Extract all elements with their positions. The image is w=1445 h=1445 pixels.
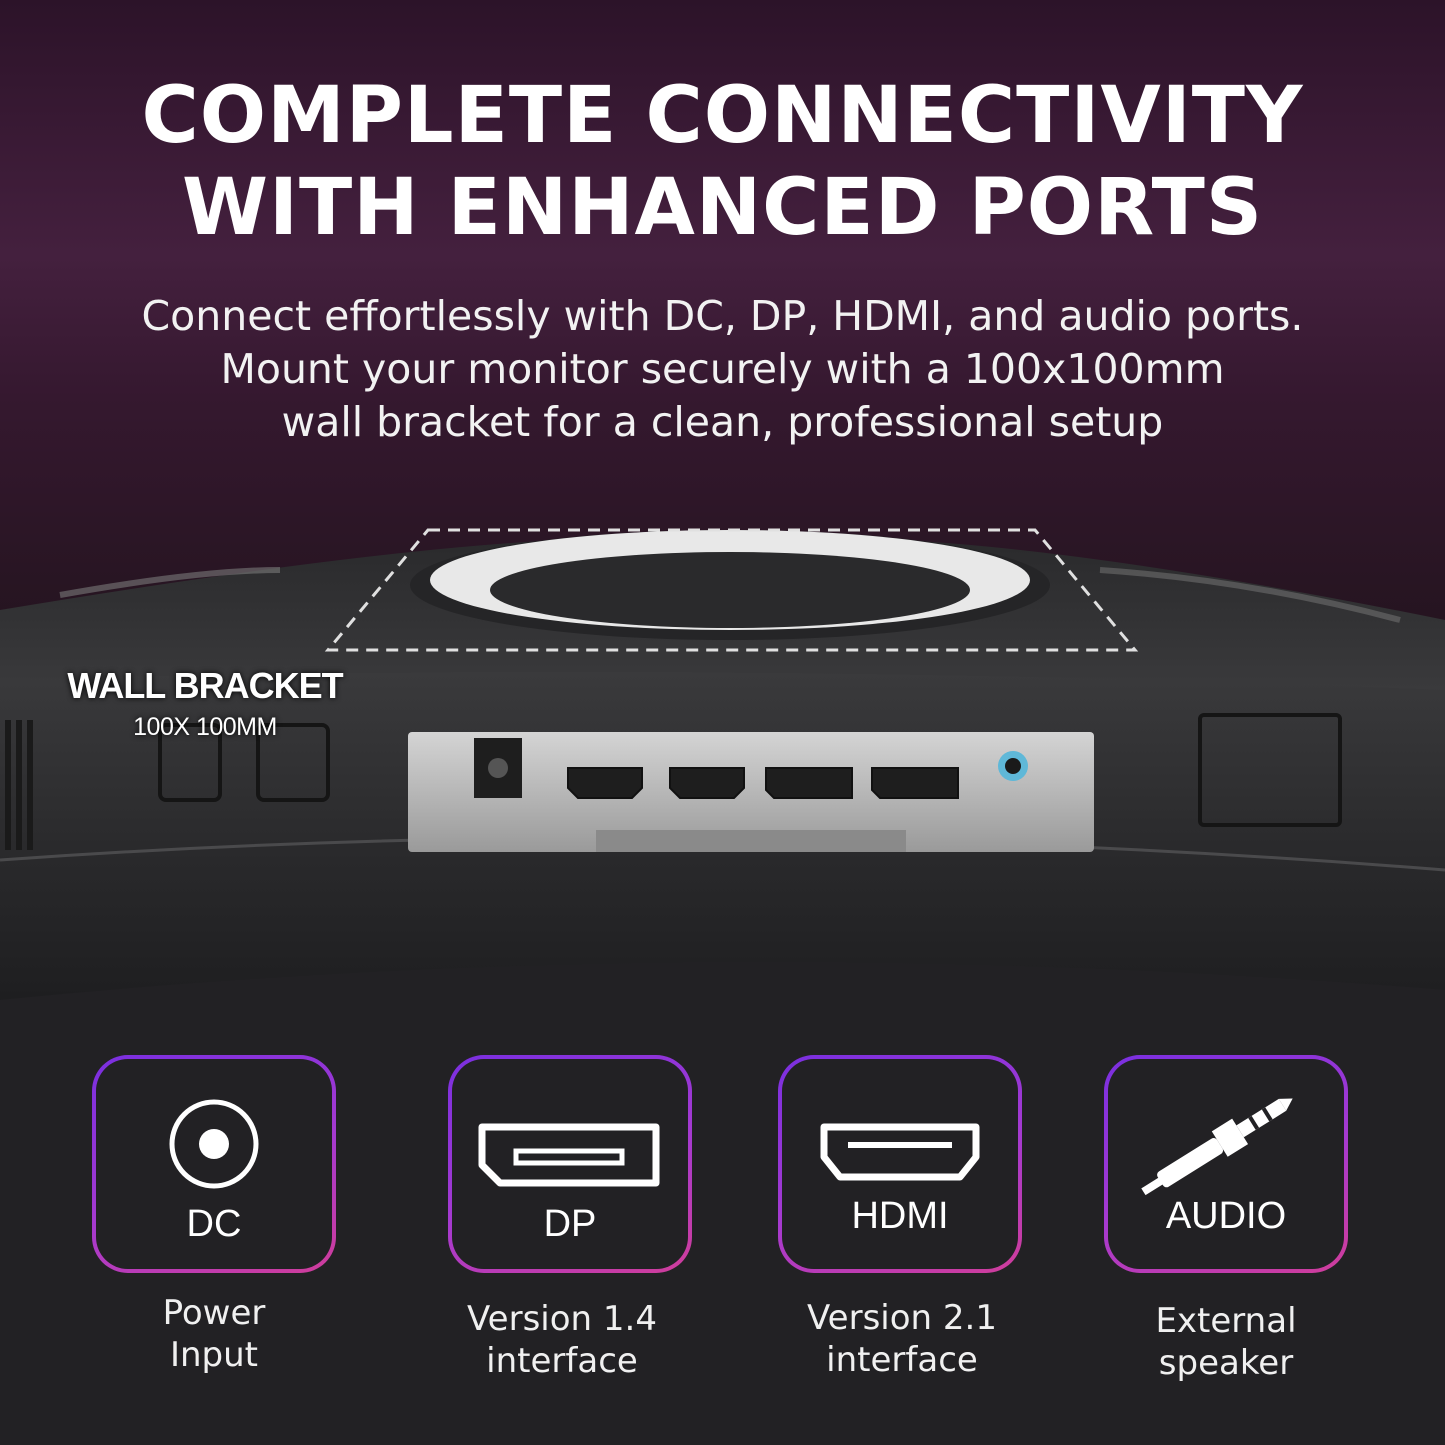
headline-line-1: COMPLETE CONNECTIVITY — [141, 71, 1304, 161]
port-desc-hdmi: Version 2.1 interface — [752, 1297, 1052, 1381]
port-label-dc: DC — [186, 1203, 242, 1245]
description-text: Connect effortlessly with DC, DP, HDMI, … — [0, 290, 1445, 449]
port-label-audio: AUDIO — [1165, 1195, 1287, 1237]
vesa-pad — [158, 723, 222, 802]
port-card-hdmi: HDMI — [778, 1055, 1022, 1273]
port-desc-dc: Power Input — [64, 1292, 364, 1376]
page-headline: COMPLETE CONNECTIVITY WITH ENHANCED PORT… — [0, 70, 1445, 254]
dp-port — [765, 767, 853, 799]
vesa-pad — [1198, 713, 1342, 827]
description-line-3: wall bracket for a clean, professional s… — [281, 398, 1164, 446]
port-label-hdmi: HDMI — [851, 1195, 949, 1237]
audio-jack-icon — [1141, 1098, 1293, 1196]
wall-bracket-outline — [324, 528, 1139, 652]
hdmi-port — [567, 767, 643, 799]
port-desc-line: External — [1155, 1301, 1297, 1341]
port-card-dc: DC — [92, 1055, 336, 1273]
monitor-rear-illustration — [0, 528, 1445, 1000]
wall-bracket-size: 100X 100MM — [133, 713, 277, 741]
description-line-2: Mount your monitor securely with a 100x1… — [220, 345, 1225, 393]
port-desc-audio: External speaker — [1076, 1300, 1376, 1384]
dp-port — [871, 767, 959, 799]
port-card-dp: DP — [448, 1055, 692, 1273]
port-desc-dp: Version 1.4 interface — [412, 1298, 712, 1382]
headline-line-2: WITH ENHANCED PORTS — [181, 163, 1264, 253]
port-desc-line: Input — [169, 1335, 259, 1375]
hdmi-port — [669, 767, 745, 799]
port-panel — [408, 732, 1094, 852]
port-desc-line: speaker — [1158, 1343, 1294, 1383]
wall-bracket-label: WALL BRACKET 100X 100MM — [40, 665, 370, 742]
wall-bracket-title: WALL BRACKET — [67, 665, 343, 706]
vesa-pad — [256, 723, 330, 802]
port-desc-line: Version 2.1 — [807, 1298, 997, 1338]
port-desc-line: interface — [826, 1340, 978, 1380]
port-label-dp: DP — [543, 1203, 597, 1245]
port-desc-line: Version 1.4 — [467, 1299, 657, 1339]
description-line-1: Connect effortlessly with DC, DP, HDMI, … — [141, 292, 1304, 340]
port-card-audio: AUDIO — [1104, 1055, 1348, 1273]
port-desc-line: Power — [162, 1293, 266, 1333]
displayport-icon — [478, 1123, 660, 1187]
vent-grille — [5, 720, 33, 850]
power-jack-icon — [169, 1099, 259, 1189]
port-desc-line: interface — [486, 1341, 638, 1381]
hdmi-icon — [820, 1123, 980, 1181]
